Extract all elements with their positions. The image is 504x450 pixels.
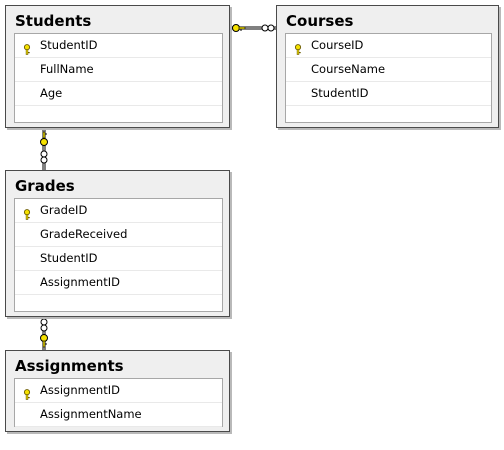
row-selector[interactable] xyxy=(286,58,305,81)
row-selector[interactable] xyxy=(15,199,34,222)
relationship-students-courses xyxy=(230,24,276,32)
table-title: Assignments xyxy=(15,357,124,375)
column-row[interactable]: CourseID xyxy=(286,34,491,58)
new-column-row[interactable] xyxy=(15,106,222,129)
row-selector[interactable] xyxy=(15,34,34,57)
column-name: AssignmentID xyxy=(40,275,120,289)
column-row[interactable]: FullName xyxy=(15,58,222,82)
key-end-icon xyxy=(40,131,48,146)
row-selector[interactable] xyxy=(286,82,305,105)
column-row[interactable]: StudentID xyxy=(286,82,491,106)
row-selector[interactable] xyxy=(15,58,34,81)
column-row[interactable]: Age xyxy=(15,82,222,106)
row-selector[interactable] xyxy=(15,403,34,426)
key-end-icon xyxy=(232,24,246,32)
column-name: GradeReceived xyxy=(40,227,128,241)
column-name: GradeID xyxy=(40,203,88,217)
column-name: Age xyxy=(40,86,63,100)
column-name: CourseID xyxy=(311,38,364,52)
new-column-row[interactable] xyxy=(286,106,491,129)
column-row[interactable]: StudentID xyxy=(15,247,222,271)
row-selector[interactable] xyxy=(15,82,34,105)
primary-key-icon xyxy=(22,40,32,55)
column-row[interactable]: AssignmentName xyxy=(15,403,222,427)
column-row[interactable]: AssignmentID xyxy=(15,379,222,403)
column-name: StudentID xyxy=(40,251,98,265)
table-title: Courses xyxy=(286,12,354,30)
table-title: Students xyxy=(15,12,92,30)
table-assignments[interactable]: Assignments AssignmentID AssignmentName xyxy=(5,350,230,432)
column-name: StudentID xyxy=(311,86,369,100)
column-name: AssignmentName xyxy=(40,407,142,421)
relationship-students-grades xyxy=(40,128,48,170)
new-column-row[interactable] xyxy=(15,295,222,318)
column-name: FullName xyxy=(40,62,94,76)
infinity-end-icon xyxy=(40,150,48,164)
row-selector[interactable] xyxy=(15,247,34,270)
column-name: StudentID xyxy=(40,38,98,52)
primary-key-icon xyxy=(22,385,32,400)
infinity-end-icon xyxy=(40,318,48,332)
new-column-row[interactable] xyxy=(15,427,222,450)
key-end-icon xyxy=(40,334,48,348)
column-row[interactable]: AssignmentID xyxy=(15,271,222,295)
row-selector[interactable] xyxy=(15,271,34,294)
row-selector[interactable] xyxy=(15,223,34,246)
column-row[interactable]: GradeReceived xyxy=(15,223,222,247)
column-row[interactable]: StudentID xyxy=(15,34,222,58)
row-selector[interactable] xyxy=(15,379,34,402)
column-name: AssignmentID xyxy=(40,383,120,397)
column-name: CourseName xyxy=(311,62,386,76)
infinity-end-icon xyxy=(261,24,275,32)
column-list: AssignmentID AssignmentName xyxy=(14,378,223,427)
primary-key-icon xyxy=(293,40,303,55)
relationship-assignments-grades xyxy=(40,317,48,350)
primary-key-icon xyxy=(22,205,32,220)
table-title: Grades xyxy=(15,177,75,195)
relationship-lines xyxy=(40,24,276,350)
column-row[interactable]: GradeID xyxy=(15,199,222,223)
row-selector[interactable] xyxy=(286,34,305,57)
column-row[interactable]: CourseName xyxy=(286,58,491,82)
